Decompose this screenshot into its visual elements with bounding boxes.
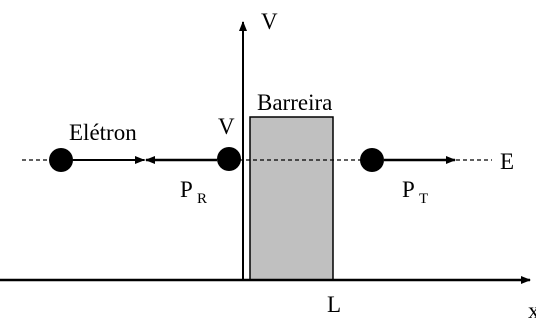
width-label: L — [327, 292, 341, 317]
barrier-rect — [249, 116, 334, 281]
axis-v-label: V — [261, 9, 278, 34]
reflected-electron — [217, 147, 241, 171]
axis-x-label: x — [528, 298, 536, 323]
transmitted-momentum-subscript: T — [419, 191, 428, 207]
reflected-momentum-label: P — [180, 177, 193, 202]
transmitted-electron — [360, 148, 384, 172]
incident-electron — [49, 148, 73, 172]
electron-label: Elétron — [69, 120, 137, 145]
barrier-height-label: V — [218, 114, 235, 139]
energy-label: E — [500, 149, 514, 174]
transmitted-momentum-label: P — [402, 177, 415, 202]
reflected-momentum-subscript: R — [197, 191, 207, 207]
barrier-label: Barreira — [257, 90, 332, 115]
